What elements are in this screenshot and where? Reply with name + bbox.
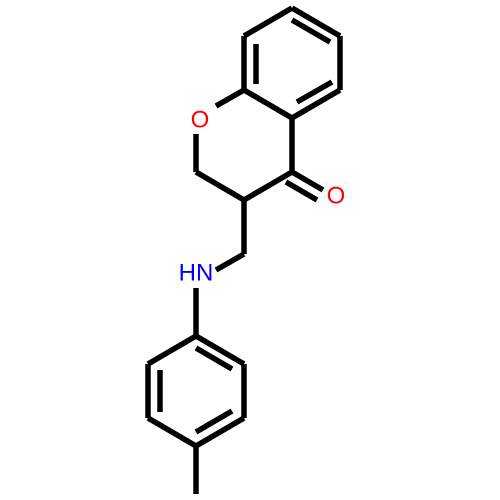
bond-c7-c8 [242, 5, 294, 39]
bond-t3-t4 [194, 415, 246, 449]
atom-label-oxygen-carbonyl: O [327, 183, 346, 210]
pyranone-ring [193, 87, 295, 203]
bond-t4-t5 [146, 415, 198, 449]
bond-c8a-o1 [214, 87, 246, 109]
atom-label-nitrogen-amine: HN [179, 260, 214, 287]
bond-t1-t2-inner [194, 345, 234, 372]
benzo-ring [241, 5, 343, 121]
tolyl-ring [145, 333, 247, 494]
bond-t3-t4-inner [194, 408, 234, 435]
carbonyl-group [284, 169, 325, 203]
bond-c4a-c5 [290, 87, 342, 121]
bond-carbonyl-2 [284, 179, 319, 203]
bond-c3-c4 [242, 169, 294, 203]
bond-c6-c7 [290, 5, 342, 39]
aminomethyl-linker [193, 200, 247, 336]
bond-carbonyl-1 [290, 169, 325, 193]
atom-label-oxygen-ring: O [191, 107, 210, 134]
bond-c8a-c4a [242, 87, 294, 121]
bond-c2-c3 [194, 169, 246, 203]
bond-t1-t2 [194, 333, 246, 367]
bond-c4a-c5-inner [295, 79, 334, 105]
bond-ch2-n [214, 251, 246, 273]
bond-t6-t1 [146, 333, 198, 367]
bond-c6-c7-inner [290, 17, 332, 45]
